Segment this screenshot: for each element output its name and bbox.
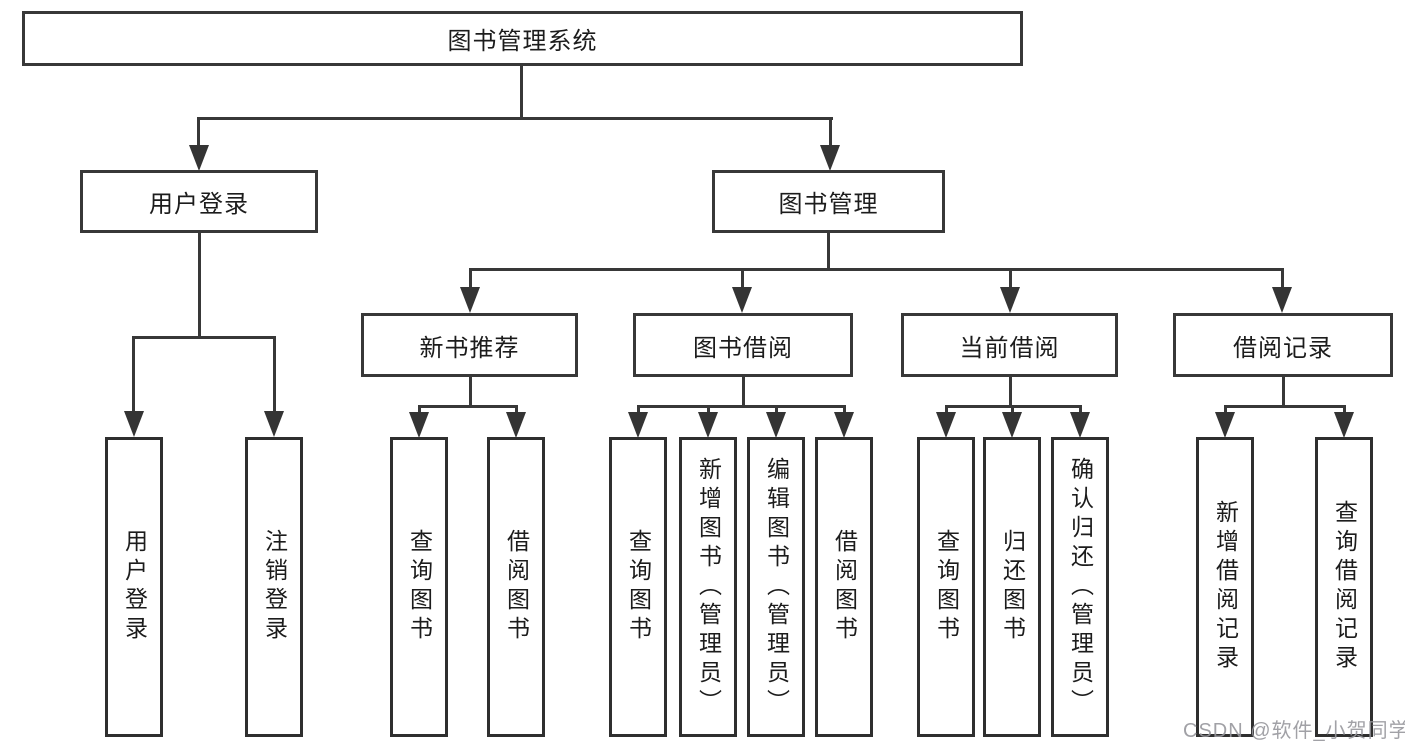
leaf-query-books-current: 查询图书	[917, 437, 975, 737]
csdn-watermark: CSDN @软件_小贺同学	[1183, 720, 1405, 742]
leaf-edit-books-admin-label: 编辑图书（管理员）	[763, 456, 790, 718]
leaf-edit-books-admin: 编辑图书（管理员）	[747, 437, 805, 737]
leaf-query-books-current-label: 查询图书	[933, 529, 960, 645]
connector-book-borrow-drop	[742, 377, 745, 407]
connector-new-book-rec-drop	[469, 377, 472, 407]
arrowhead-query-books-rec	[409, 412, 429, 438]
node-book-management: 图书管理	[712, 170, 945, 233]
leaf-return-books: 归还图书	[983, 437, 1041, 737]
arrowhead-query-books-borrow	[628, 412, 648, 438]
connector-book-borrow-rail	[637, 405, 846, 408]
leaf-confirm-return-admin: 确认归还（管理员）	[1051, 437, 1109, 737]
connector-borrow-records-drop	[1282, 377, 1285, 407]
leaf-logout: 注销登录	[245, 437, 303, 737]
connector-segment	[945, 405, 948, 415]
connector-root-drop	[520, 64, 523, 119]
connector-segment	[1011, 405, 1014, 415]
arrowhead-borrow-records	[1272, 287, 1292, 313]
leaf-borrow-books: 借阅图书	[815, 437, 873, 737]
leaf-return-books-label: 归还图书	[999, 529, 1026, 645]
leaf-borrow-books-label: 借阅图书	[831, 529, 858, 645]
connector-to-current-borrow	[1009, 268, 1012, 290]
connector-segment	[1079, 405, 1082, 415]
connector-book-mgmt-drop	[827, 233, 830, 270]
arrowhead-current-borrow	[1000, 287, 1020, 313]
arrowhead-add-books	[698, 412, 718, 438]
node-user-login: 用户登录	[80, 170, 318, 233]
connector-segment	[418, 405, 421, 415]
connector-user-login-rail	[132, 336, 276, 339]
connector-book-mgmt-rail	[469, 268, 1283, 271]
node-new-book-recommend-label: 新书推荐	[419, 334, 520, 362]
leaf-query-books-recommend-label: 查询图书	[406, 529, 433, 645]
arrowhead-user-login	[189, 145, 209, 171]
connector-to-leaf-user-login	[132, 336, 135, 414]
arrowhead-new-book-rec	[460, 287, 480, 313]
leaf-user-login-label: 用户登录	[121, 529, 148, 645]
connector-current-borrow-drop	[1009, 377, 1012, 407]
connector-to-borrow-records	[1281, 268, 1284, 290]
connector-to-user-login	[197, 117, 200, 149]
arrowhead-borrow-books	[834, 412, 854, 438]
leaf-add-books-admin: 新增图书（管理员）	[679, 437, 737, 737]
connector-to-book-mgmt	[829, 117, 832, 149]
connector-segment	[843, 405, 846, 415]
arrowhead-leaf-user-login	[124, 411, 144, 437]
node-new-book-recommend: 新书推荐	[361, 313, 578, 377]
connector-segment	[515, 405, 518, 415]
leaf-query-books-recommend: 查询图书	[390, 437, 448, 737]
arrowhead-edit-books	[766, 412, 786, 438]
node-book-borrowing-label: 图书借阅	[693, 334, 793, 362]
node-root-library-system: 图书管理系统	[22, 11, 1023, 66]
arrowhead-query-borrow-record	[1334, 412, 1354, 438]
node-root-label: 图书管理系统	[447, 28, 598, 55]
leaf-add-borrow-record: 新增借阅记录	[1196, 437, 1254, 737]
arrowhead-confirm-return	[1070, 412, 1090, 438]
arrowhead-book-mgmt	[820, 145, 840, 171]
arrowhead-leaf-logout	[264, 411, 284, 437]
node-current-borrowing-label: 当前借阅	[959, 334, 1060, 362]
connector-segment	[637, 405, 640, 415]
leaf-add-borrow-record-label: 新增借阅记录	[1212, 500, 1239, 674]
connector-segment	[775, 405, 778, 415]
connector-segment	[1343, 405, 1346, 415]
node-current-borrowing: 当前借阅	[901, 313, 1118, 377]
leaf-user-login: 用户登录	[105, 437, 163, 737]
arrowhead-borrow-books-rec	[506, 412, 526, 438]
leaf-logout-label: 注销登录	[261, 529, 288, 645]
leaf-borrow-books-recommend-label: 借阅图书	[503, 529, 530, 645]
node-borrowing-records-label: 借阅记录	[1233, 334, 1333, 362]
leaf-query-books-borrowing-label: 查询图书	[625, 529, 652, 645]
node-user-login-label: 用户登录	[149, 191, 249, 218]
node-borrowing-records: 借阅记录	[1173, 313, 1393, 377]
arrowhead-return-books	[1002, 412, 1022, 438]
connector-to-book-borrow	[741, 268, 744, 290]
arrowhead-add-borrow-record	[1215, 412, 1235, 438]
connector-segment	[707, 405, 710, 415]
arrowhead-query-books-current	[936, 412, 956, 438]
connector-to-leaf-logout	[273, 336, 276, 414]
leaf-confirm-return-admin-label: 确认归还（管理员）	[1067, 456, 1094, 718]
node-book-borrowing: 图书借阅	[633, 313, 853, 377]
connector-borrow-records-rail	[1224, 405, 1345, 408]
connector-segment	[1224, 405, 1227, 415]
connector-to-new-book-rec	[469, 268, 472, 290]
leaf-query-borrow-record: 查询借阅记录	[1315, 437, 1373, 737]
connector-user-login-drop	[198, 233, 201, 338]
leaf-borrow-books-recommend: 借阅图书	[487, 437, 545, 737]
leaf-query-borrow-record-label: 查询借阅记录	[1331, 500, 1358, 674]
connector-new-book-rec-rail	[418, 405, 518, 408]
node-book-management-label: 图书管理	[778, 191, 879, 218]
arrowhead-book-borrow	[732, 287, 752, 313]
connector-root-rail	[197, 117, 833, 120]
leaf-add-books-admin-label: 新增图书（管理员）	[695, 456, 722, 718]
leaf-query-books-borrowing: 查询图书	[609, 437, 667, 737]
